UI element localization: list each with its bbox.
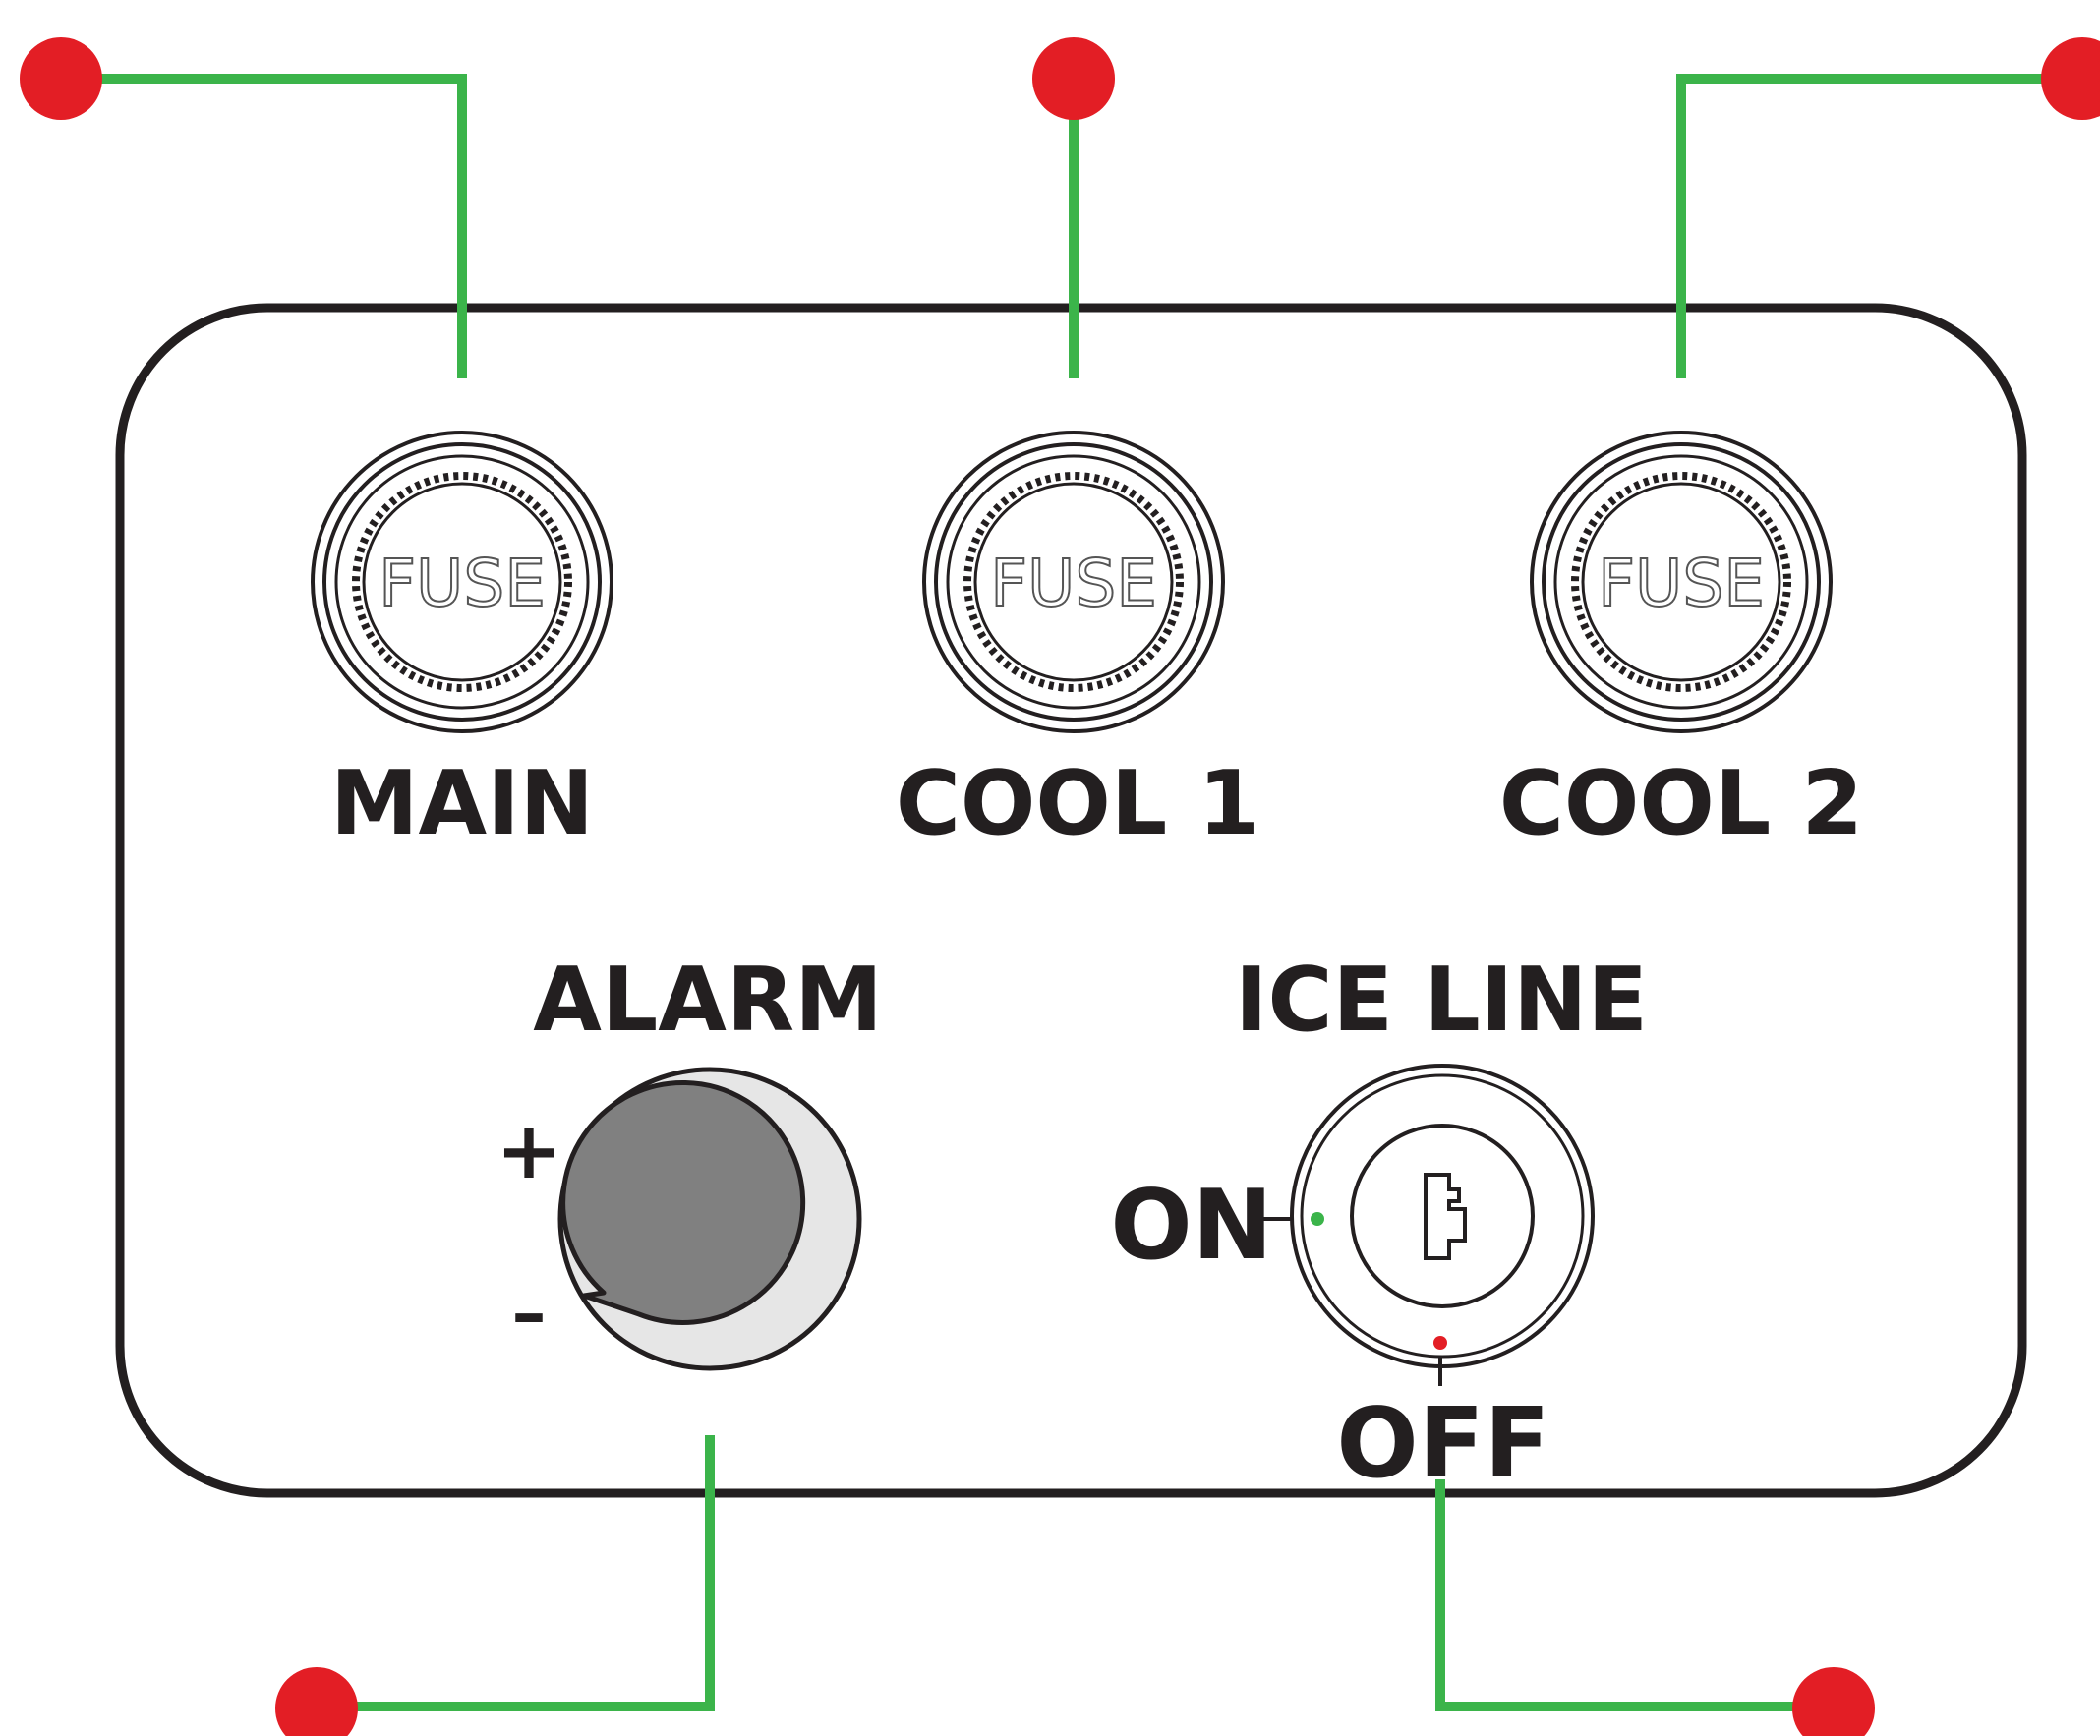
ice-line-off-label: OFF [1336, 1388, 1549, 1500]
alarm-plus-sign: + [496, 1105, 561, 1196]
fuse-cap-text: FUSE [1598, 546, 1765, 621]
alarm-volume-knob[interactable] [557, 1067, 862, 1371]
fuse-label-main: MAIN [330, 752, 594, 855]
off-indicator-dot [1433, 1336, 1447, 1350]
key-slot-icon [1424, 1173, 1467, 1260]
ice-line-label: ICE LINE [1235, 949, 1648, 1052]
fuse-holder-cool1[interactable]: FUSE [922, 431, 1225, 733]
fuse-label-cool2: COOL 2 [1499, 752, 1863, 855]
callout-marker-cool1[interactable] [1032, 37, 1115, 120]
leader-line-cool2 [1676, 74, 2100, 378]
fuse-label-cool1: COOL 1 [896, 752, 1259, 855]
alarm-label: ALARM [533, 949, 883, 1052]
leader-line-iceline [1435, 1479, 1834, 1711]
fuse-cap-text: FUSE [990, 546, 1157, 621]
leader-line-main [61, 74, 467, 378]
ice-line-on-label: ON [1110, 1170, 1272, 1282]
leader-line-alarm [317, 1435, 715, 1711]
fuse-holder-main[interactable]: FUSE [311, 431, 613, 733]
fuse-holder-cool2[interactable]: FUSE [1530, 431, 1833, 733]
on-indicator-dot [1311, 1212, 1324, 1226]
callout-marker-main[interactable] [20, 37, 102, 120]
alarm-minus-sign: – [512, 1273, 547, 1354]
ice-line-key-switch[interactable] [1260, 1064, 1595, 1386]
callout-marker-alarm[interactable] [275, 1667, 358, 1736]
callout-marker-cool2[interactable] [2041, 37, 2100, 120]
fuse-cap-text: FUSE [379, 546, 546, 621]
callout-marker-iceline[interactable] [1792, 1667, 1875, 1736]
